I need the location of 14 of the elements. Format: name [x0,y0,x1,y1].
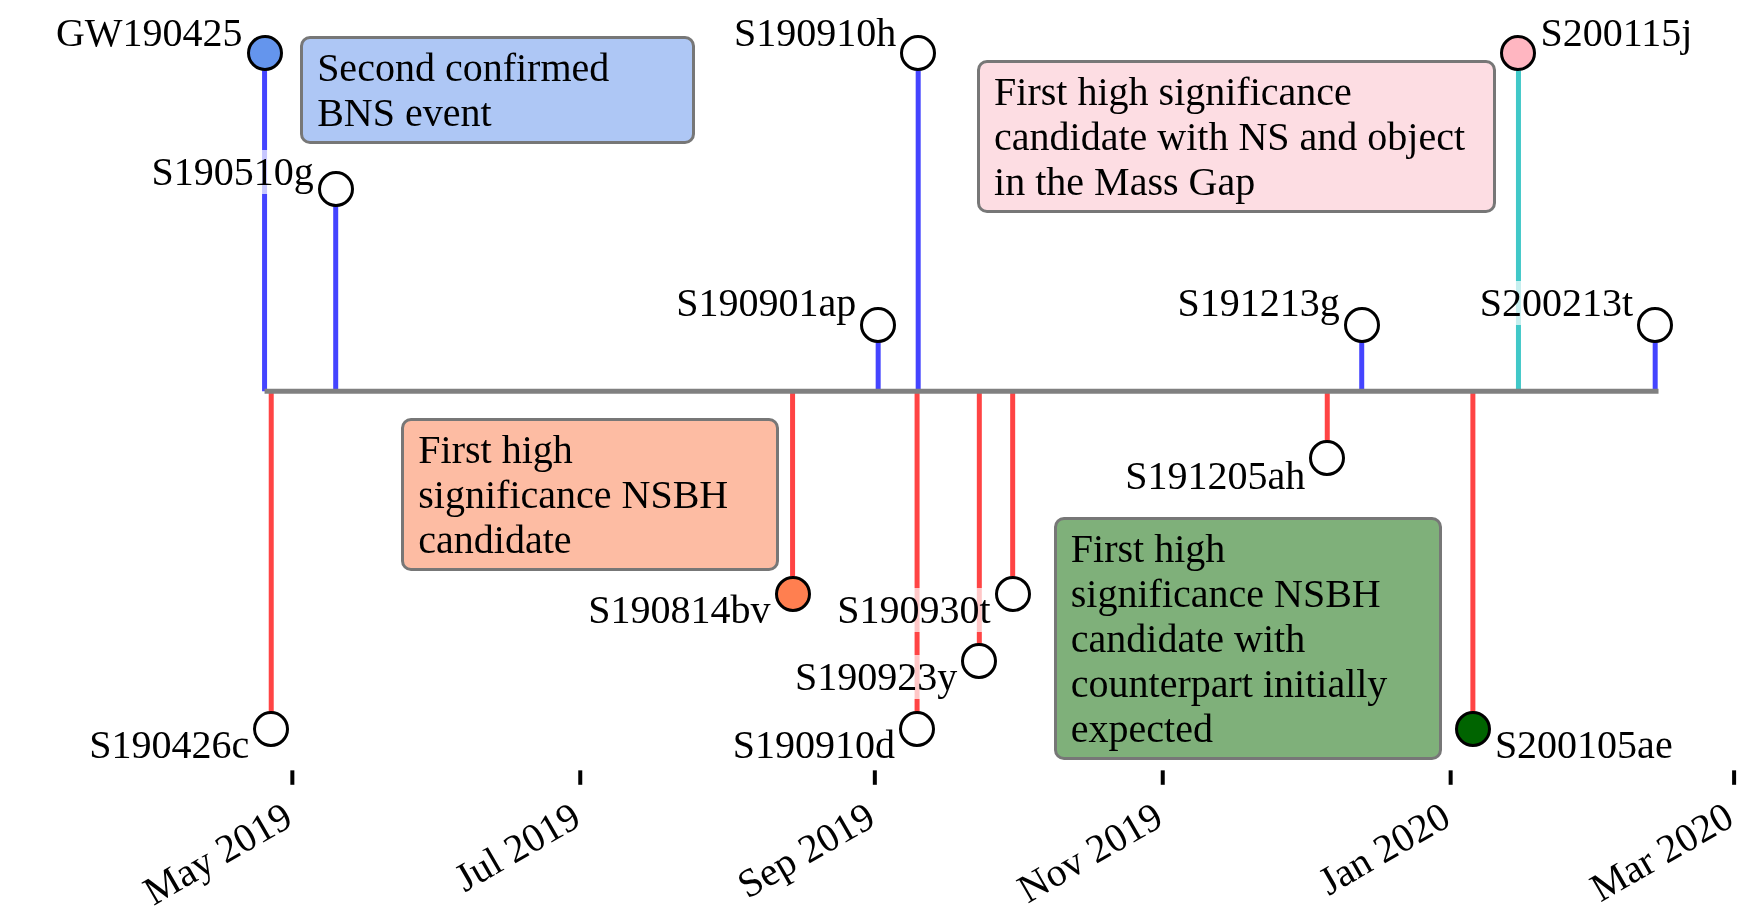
axis-label: Jul 2019 [446,794,588,901]
axis-label: Mar 2020 [1583,794,1742,911]
event-label: S190930t [837,587,991,632]
annotation-box: Second confirmed BNS event [300,35,695,144]
axis-label: Jan 2020 [1311,794,1458,905]
event-label: S200213t [1479,280,1634,325]
annotation-box: First high significance candidate with NS and object in the Mass Gap [977,60,1497,213]
annotation-box: First high significance NSBH candidate with counterpart initially expected [1053,516,1442,760]
event-label: S190923y [795,655,958,700]
axis-label: Sep 2019 [729,794,882,908]
event-label: S190510g [151,149,314,194]
annotation-box: First high significance NSBH candidate [401,417,780,571]
axis-label: May 2019 [135,794,300,915]
axis-label: Nov 2019 [1010,794,1170,912]
